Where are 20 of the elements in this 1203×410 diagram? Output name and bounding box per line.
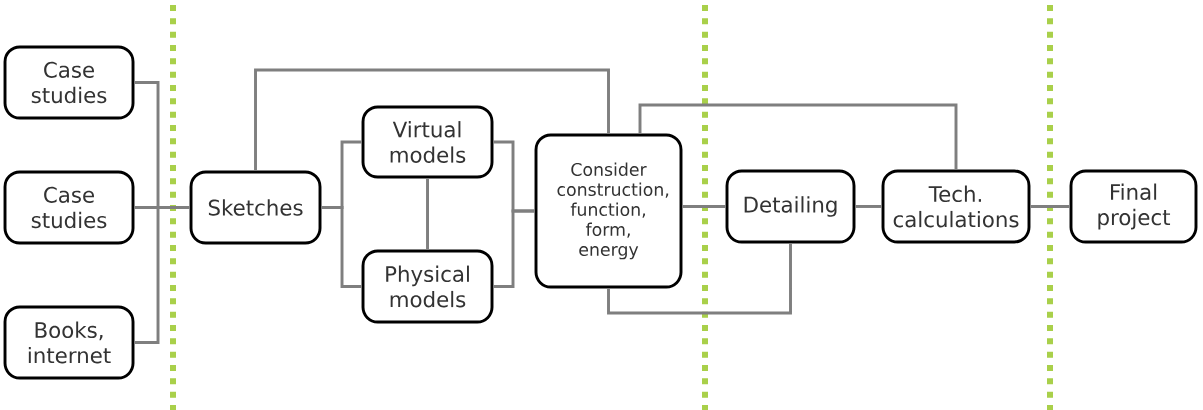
connector xyxy=(1030,205,1070,208)
connector xyxy=(134,206,190,344)
process-box: Tech. calculations xyxy=(881,169,1031,244)
process-box: Virtual models xyxy=(361,105,494,179)
connector xyxy=(607,243,792,315)
connector xyxy=(321,206,362,288)
connector xyxy=(493,209,535,288)
process-box: Physical models xyxy=(361,249,494,324)
process-box: Case studies xyxy=(3,45,135,120)
process-box: Final project xyxy=(1069,169,1198,244)
connector xyxy=(855,205,882,208)
connector xyxy=(426,178,429,250)
process-box: Books, internet xyxy=(3,305,135,380)
connector xyxy=(638,103,958,170)
process-box: Consider construction, function, form, energy xyxy=(534,133,683,289)
connector xyxy=(682,205,726,208)
connector xyxy=(254,68,610,171)
process-box: Case studies xyxy=(3,170,135,245)
process-box: Sketches xyxy=(189,170,322,245)
process-box: Detailing xyxy=(725,169,856,244)
